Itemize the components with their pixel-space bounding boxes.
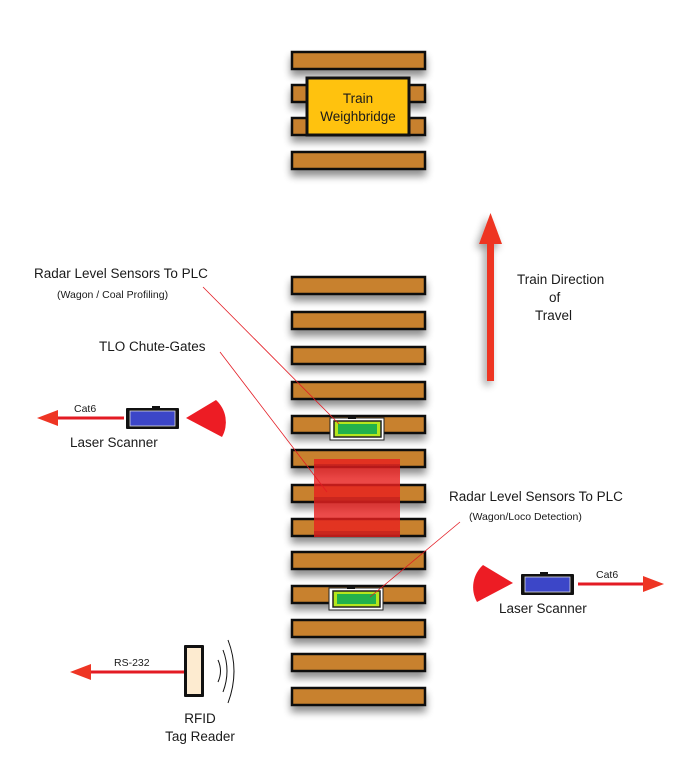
cable-arrow-right-icon [643, 576, 664, 592]
laser-scanner-right [473, 565, 664, 602]
rfid-tag-reader [70, 639, 235, 704]
rfid-label-line2: Tag Reader [165, 729, 235, 744]
radar-sensor-lower [328, 586, 384, 611]
rfid-cable-label: RS-232 [114, 657, 150, 669]
rfid-label: RFID Tag Reader [150, 710, 250, 746]
leader-line-radar-lower [369, 521, 461, 598]
laser-left-cable-label: Cat6 [74, 403, 97, 415]
loadout-sleeper [290, 310, 427, 331]
train-direction-label: Train Direction of Travel [517, 271, 604, 325]
loadout-sleeper [290, 686, 427, 707]
laser-beam-right-icon [473, 565, 513, 602]
laser-right-cable-label: Cat6 [596, 569, 619, 581]
weighbridge-sleeper [290, 50, 427, 71]
cable-arrow-rfid-icon [70, 664, 91, 680]
radar-upper-title: Radar Level Sensors To PLC [34, 266, 208, 281]
chute-gates-label: TLO Chute-Gates [99, 339, 206, 354]
chute-gates-zone [314, 459, 400, 537]
radar-sensor-upper [329, 416, 385, 441]
chute-gates-bands [314, 464, 400, 535]
radar-lower-title: Radar Level Sensors To PLC [449, 489, 623, 504]
laser-right-label: Laser Scanner [499, 601, 587, 616]
loadout-sleeper [290, 652, 427, 673]
loadout-sleeper [290, 345, 427, 366]
direction-line2: of [549, 290, 561, 305]
loadout-sleeper [290, 618, 427, 639]
radar-upper-subtitle: (Wagon / Coal Profiling) [57, 289, 169, 301]
leader-line-chute-gates [219, 351, 328, 493]
weighbridge-box [305, 76, 411, 137]
rfid-signal-waves-icon [217, 639, 235, 704]
cable-arrow-left-icon [37, 410, 58, 426]
direction-line3: Travel [535, 308, 573, 323]
weighbridge-label-line2: Weighbridge [320, 109, 396, 124]
direction-line1: Train Direction [517, 272, 605, 287]
rfid-label-line1: RFID [184, 711, 216, 726]
train-direction-arrow [479, 213, 502, 381]
leader-line-radar-upper [202, 286, 340, 425]
loadout-sleeper [290, 380, 427, 401]
laser-left-label: Laser Scanner [70, 435, 158, 450]
radar-lower-subtitle: (Wagon/Loco Detection) [469, 511, 582, 523]
weighbridge-label: Train Weighbridge [307, 90, 409, 126]
loadout-sleeper [290, 550, 427, 571]
weighbridge-sleeper [290, 150, 427, 171]
loadout-sleeper [290, 275, 427, 296]
laser-scanner-left [37, 400, 226, 437]
laser-beam-left-icon [186, 400, 226, 437]
weighbridge-label-line1: Train [342, 91, 374, 106]
